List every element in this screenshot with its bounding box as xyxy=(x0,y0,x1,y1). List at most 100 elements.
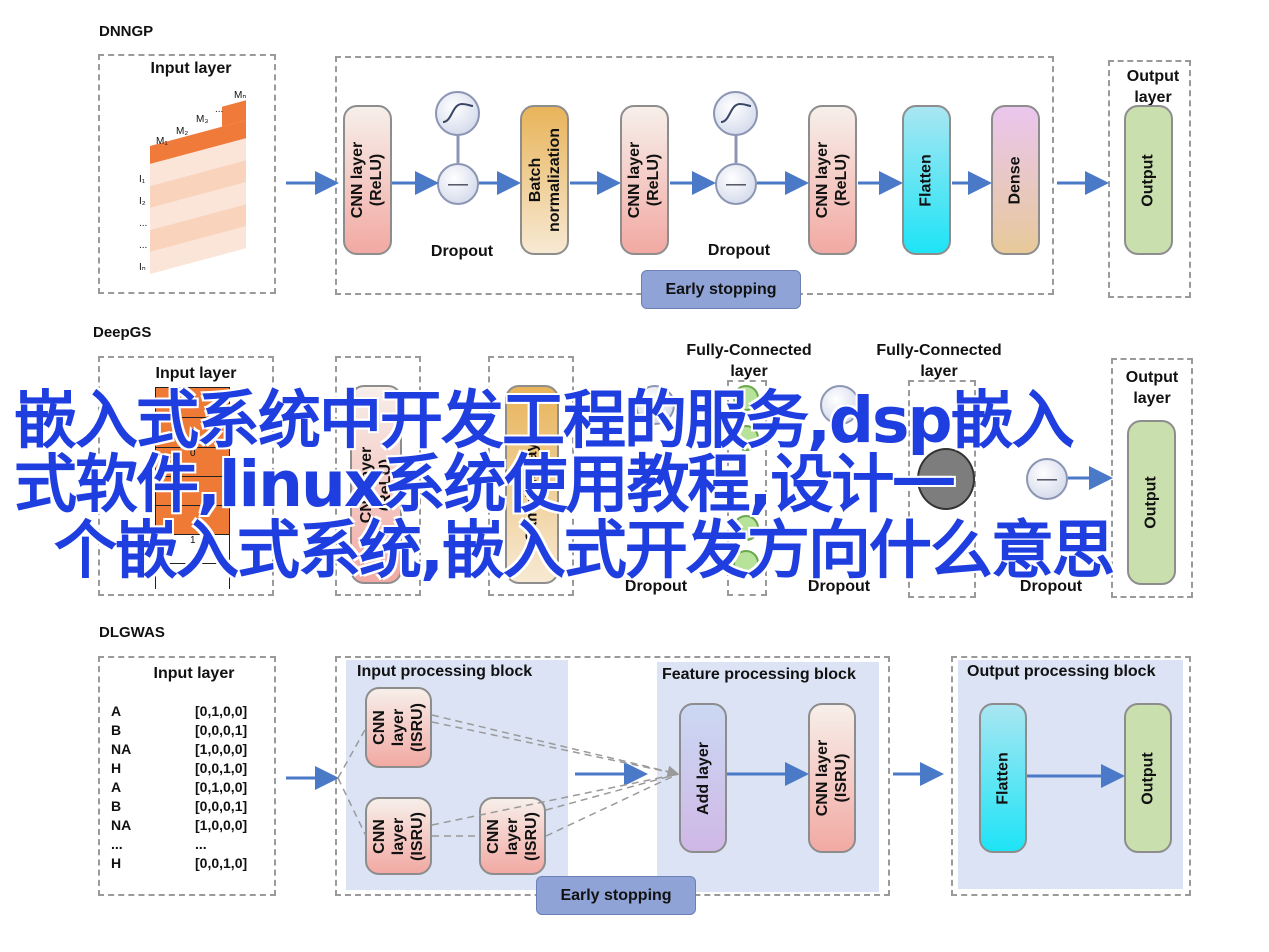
deepgs-fc1-node xyxy=(733,385,759,411)
input-matrix-graphic xyxy=(150,100,246,274)
encoding-code: [0,0,1,0] xyxy=(195,760,248,776)
deepgs-fc2-node xyxy=(917,448,975,510)
deepgs-dropout-2-label: Dropout xyxy=(807,578,871,595)
deepgs-input-cell xyxy=(156,388,229,418)
encoding-code: ... xyxy=(195,836,207,852)
dnngp-cnn-layer-1: CNN layer (ReLU) xyxy=(343,105,392,255)
deepgs-output: Output xyxy=(1127,420,1176,585)
dashed-connector xyxy=(545,773,679,837)
dashed-connector xyxy=(337,727,367,779)
deepgs-cnn-layer: CNN layer (ReLU) xyxy=(350,385,402,584)
encoding-code: [0,0,0,1] xyxy=(195,722,248,738)
encoding-code: [1,0,0,0] xyxy=(195,817,248,833)
matrix-row-in: Iₙ xyxy=(139,262,146,273)
deepgs-input-cell: 1 xyxy=(156,535,229,564)
dashed-connector xyxy=(337,777,367,837)
deepgs-dropout-3-label: Dropout xyxy=(1019,578,1083,595)
matrix-row-dots2: ... xyxy=(139,240,148,251)
deepgs-input-cell xyxy=(156,477,229,506)
dnngp-activation-1-icon xyxy=(435,91,480,136)
dnngp-output-layer-label: Output layer xyxy=(1126,68,1180,106)
sigmoid-curve xyxy=(720,102,752,123)
dashed-connector xyxy=(431,721,679,775)
encoding-base: H xyxy=(111,855,122,871)
encoding-base: NA xyxy=(111,817,132,833)
dnngp-early-stopping: Early stopping xyxy=(641,270,801,309)
deepgs-fc1-node xyxy=(733,425,759,451)
deepgs-input-box xyxy=(98,356,274,596)
dlgwas-output: Output xyxy=(1124,703,1172,853)
dnngp-title: DNNGP xyxy=(99,23,154,40)
dnngp-output: Output xyxy=(1124,105,1173,255)
dlgwas-cnn-isru-d: CNN layer (ISRU) xyxy=(808,703,856,853)
matrix-col-dots: ... xyxy=(215,104,224,115)
deepgs-output-layer-label: Output layer xyxy=(1125,369,1179,407)
deepgs-input-column: 0 1 1 xyxy=(155,387,230,590)
encoding-base: NA xyxy=(111,741,132,757)
encoding-base: B xyxy=(111,798,122,814)
deepgs-input-layer-label: Input layer xyxy=(155,365,237,382)
deepgs-dropout-1-icon xyxy=(635,385,675,425)
deepgs-input-cell xyxy=(156,418,229,448)
dnngp-input-box xyxy=(98,54,276,294)
dlgwas-flatten: Flatten xyxy=(979,703,1027,853)
deepgs-fc1-node xyxy=(733,550,759,576)
deepgs-dropout-3-icon: — xyxy=(1026,458,1068,500)
dashed-connector xyxy=(431,714,680,778)
deepgs-input-cell: 1 xyxy=(156,564,229,590)
dlgwas-output-box xyxy=(951,656,1191,896)
dlgwas-title: DLGWAS xyxy=(99,624,165,641)
matrix-row-dots1: ... xyxy=(139,218,148,229)
matrix-col-m1: M₁ xyxy=(156,136,168,147)
encoding-code: [0,0,1,0] xyxy=(195,855,248,871)
deepgs-fc1-label: Fully-Connected layer xyxy=(686,342,812,380)
dlgwas-add-layer: Add layer xyxy=(679,703,727,853)
matrix-row-i2: I₂ xyxy=(139,196,146,207)
encoding-code: [0,1,0,0] xyxy=(195,779,248,795)
encoding-code: [0,1,0,0] xyxy=(195,703,248,719)
overlay-text-line-2: 式软件,linux系统使用教程,设计一 xyxy=(14,448,955,521)
deepgs-fc1-node xyxy=(733,515,759,541)
encoding-code: [1,0,0,0] xyxy=(195,741,248,757)
deepgs-title: DeepGS xyxy=(93,324,152,341)
dashed-connector xyxy=(545,773,679,811)
encoding-base: A xyxy=(111,779,122,795)
deepgs-cnn-box xyxy=(335,356,421,596)
dlgwas-cnn-isru-c: CNN layer (ISRU) xyxy=(479,797,546,875)
deepgs-fc1-box xyxy=(727,380,767,596)
dnngp-dropout-2-icon: — xyxy=(715,163,757,205)
overlay-text-line-1: 嵌入式系统中开发工程的服务,dsp嵌入 xyxy=(14,384,1075,457)
dlgwas-early-stopping: Early stopping xyxy=(536,876,696,915)
overlay-text-line-3: 个嵌入式系统,嵌入式开发方向什么意思 xyxy=(54,514,1115,587)
deepgs-dropout-1-label: Dropout xyxy=(624,578,688,595)
dashed-connector xyxy=(431,773,679,826)
matrix-col-m3: M₃ xyxy=(196,114,209,125)
matrix-col-m2: M₂ xyxy=(176,126,189,137)
dlgwas-input-box xyxy=(98,656,276,896)
deepgs-fc2-label: Fully-Connected layer xyxy=(876,342,1002,380)
feature-processing-block-title: Feature processing block xyxy=(662,666,856,683)
encoding-base: H xyxy=(111,760,122,776)
input-processing-block-title: Input processing block xyxy=(357,663,533,680)
deepgs-input-cell xyxy=(156,506,229,535)
dnngp-dense: Dense xyxy=(991,105,1040,255)
dnngp-flatten: Flatten xyxy=(902,105,951,255)
dnngp-dropout-1-label: Dropout xyxy=(430,243,494,260)
sigmoid-curve xyxy=(442,102,474,123)
matrix-col-mn: Mₙ xyxy=(234,90,247,101)
encoding-code: [0,0,0,1] xyxy=(195,798,248,814)
encoding-base: B xyxy=(111,722,122,738)
dlgwas-cnn-isru-a: CNN layer (ISRU) xyxy=(365,687,432,768)
dnngp-cnn-layer-3: CNN layer (ReLU) xyxy=(808,105,857,255)
dnngp-dropout-2-label: Dropout xyxy=(707,242,771,259)
dnngp-activation-2-icon xyxy=(713,91,758,136)
deepgs-input-cell: 0 xyxy=(156,448,229,477)
dnngp-batch-normalization: Batch normalization xyxy=(520,105,569,255)
dlgwas-cnn-isru-b: CNN layer (ISRU) xyxy=(365,797,432,875)
dlgwas-input-layer-label: Input layer xyxy=(153,665,235,682)
encoding-base: ... xyxy=(111,836,123,852)
deepgs-sampling-box xyxy=(488,356,574,596)
encoding-base: A xyxy=(111,703,122,719)
dnngp-dropout-1-icon: — xyxy=(437,163,479,205)
